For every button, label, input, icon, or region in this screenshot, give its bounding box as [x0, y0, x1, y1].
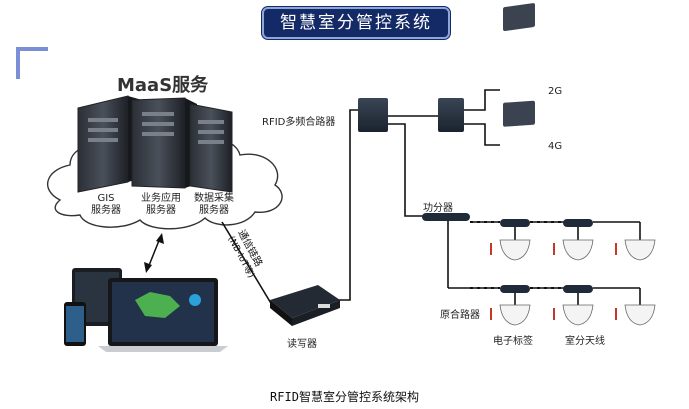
corner-accent: [16, 47, 48, 79]
rfid-tags: [490, 243, 617, 320]
title-banner: 智慧室分管控系统: [262, 7, 450, 39]
comm-link-line: [221, 221, 273, 306]
server-racks: [77, 95, 233, 193]
indoor-antenna-label: 室分天线: [565, 336, 605, 347]
client-devices: [64, 268, 228, 352]
antennas: [499, 239, 656, 326]
base-stations: [503, 3, 535, 127]
cloud-device-arrow: [144, 233, 164, 273]
multiplexers: [358, 98, 464, 132]
connection-lines: [221, 89, 641, 306]
label-4g: 4G: [548, 141, 563, 152]
to-4g: [462, 123, 500, 146]
splitter-capsules: [422, 213, 593, 293]
data-server-label: 数据采集服务器: [194, 193, 234, 216]
to-2g: [462, 89, 500, 111]
reader-label: 读写器: [287, 339, 317, 350]
multiplexer-label: RFID多频合路器: [262, 117, 336, 128]
combiner-label: 原合路器: [440, 310, 480, 321]
reader-to-multiplexer: [330, 109, 360, 301]
maas-title: MaaS服务: [117, 75, 209, 96]
to-splitter: [388, 123, 425, 217]
business-server-label: 业务应用服务器: [141, 193, 181, 216]
diagram-caption: RFID智慧室分管控系统架构: [270, 390, 419, 404]
electronic-tag-label: 电子标签: [493, 336, 533, 347]
power-splitter-label: 功分器: [423, 203, 453, 214]
diagram-title: 智慧室分管控系统: [280, 13, 432, 33]
dotted-links: [470, 221, 565, 289]
label-2g: 2G: [548, 86, 563, 97]
reader-device: [270, 285, 340, 326]
